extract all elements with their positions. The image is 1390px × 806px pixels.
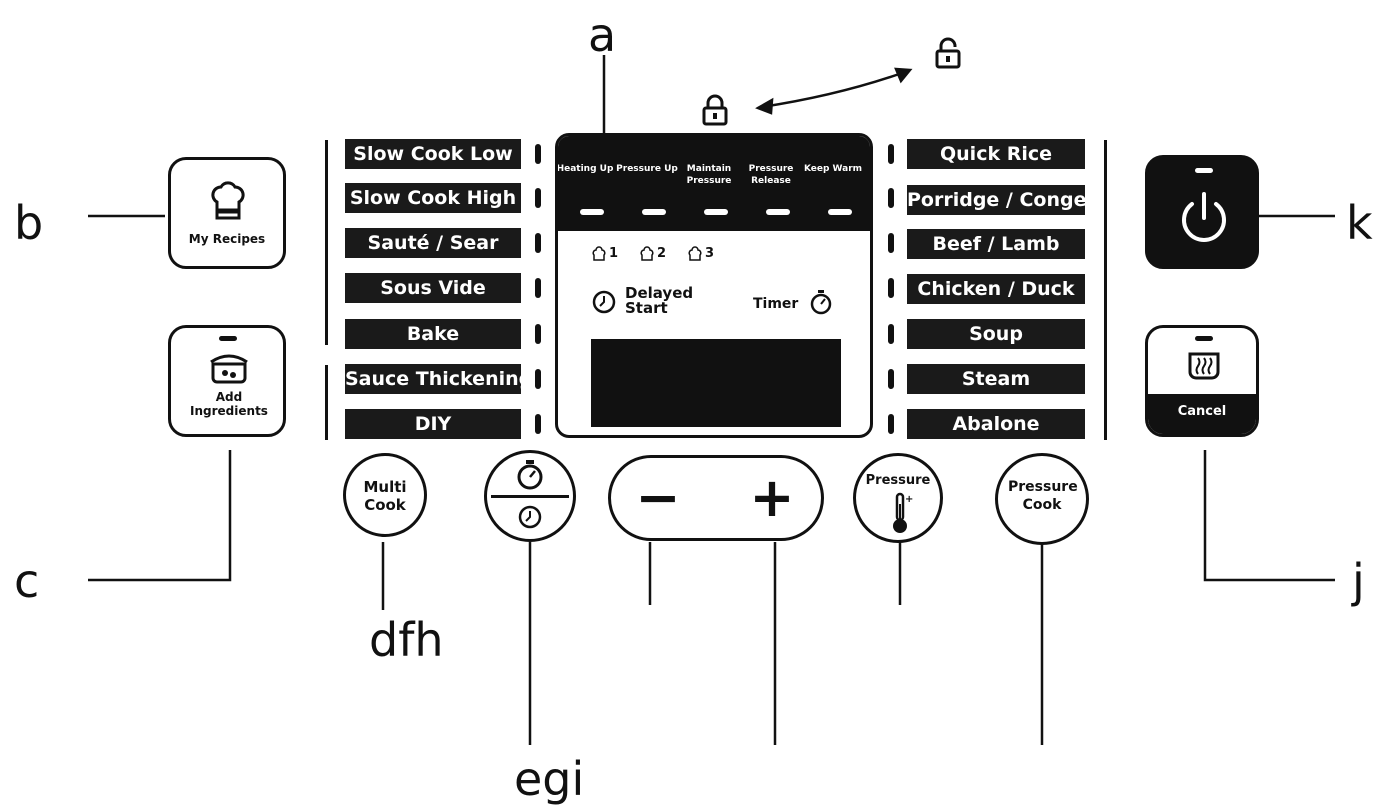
program-saute-sear[interactable]: Sauté / Sear: [345, 228, 521, 258]
program-led: [535, 414, 541, 434]
callout-a: a: [588, 8, 617, 62]
svg-text:+: +: [905, 494, 913, 505]
left-column-bar-lower: [325, 365, 328, 440]
timer-delay-button[interactable]: [484, 450, 576, 542]
chef-hat-icon: [688, 246, 702, 261]
stage-bar: Heating Up Pressure Up Maintain Pressure…: [558, 136, 870, 231]
my-recipes-button[interactable]: My Recipes: [168, 157, 286, 269]
callout-k: k: [1346, 196, 1373, 250]
pot-icon: [210, 354, 248, 384]
timer-divider: [491, 495, 569, 498]
program-led: [535, 324, 541, 344]
right-column-bar: [1104, 140, 1107, 440]
stage-maintain-pressure: Maintain Pressure: [686, 164, 732, 186]
stage-led: [828, 209, 852, 215]
pressure-label: Pressure: [865, 473, 931, 488]
cancel-button[interactable]: Cancel: [1145, 325, 1259, 437]
stage-pressure-release: Pressure Release: [748, 164, 794, 186]
program-chicken-duck[interactable]: Chicken / Duck: [907, 274, 1085, 304]
program-bake[interactable]: Bake: [345, 319, 521, 349]
program-led: [888, 324, 894, 344]
callout-dfh: dfh: [369, 613, 444, 667]
callout-b: b: [14, 196, 44, 250]
add-ingredients-button[interactable]: Add Ingredients: [168, 325, 286, 437]
program-led: [535, 233, 541, 253]
multi-cook-button[interactable]: Multi Cook: [343, 453, 427, 537]
program-led: [888, 278, 894, 298]
stage-keep-warm: Keep Warm: [803, 164, 863, 174]
power-led: [1195, 168, 1213, 173]
program-abalone[interactable]: Abalone: [907, 409, 1085, 439]
pressure-cook-button[interactable]: Pressure Cook: [995, 453, 1089, 545]
clock-icon: [518, 505, 542, 529]
multi-cook-label: Multi Cook: [363, 478, 407, 514]
program-led: [535, 188, 541, 208]
program-slow-cook-low[interactable]: Slow Cook Low: [345, 139, 521, 169]
minus-button[interactable]: −: [635, 466, 681, 529]
power-icon: [1182, 192, 1226, 242]
chef-level-2: 2: [657, 246, 667, 261]
stage-pressure-up: Pressure Up: [616, 164, 678, 174]
pressure-button[interactable]: Pressure +: [853, 453, 943, 543]
stage-led: [580, 209, 604, 215]
program-led: [888, 369, 894, 389]
thermometer-icon: +: [893, 492, 913, 533]
add-ingredients-label: Add Ingredients: [190, 390, 268, 418]
program-quick-rice[interactable]: Quick Rice: [907, 139, 1085, 169]
stage-led: [766, 209, 790, 215]
chef-hat-icon: [211, 181, 245, 220]
program-slow-cook-high[interactable]: Slow Cook High: [345, 183, 521, 213]
program-beef-lamb[interactable]: Beef / Lamb: [907, 229, 1085, 259]
left-column-bar: [325, 140, 328, 345]
program-porridge-congee[interactable]: Porridge / Congee: [907, 185, 1099, 215]
program-led: [888, 144, 894, 164]
callout-j: j: [1352, 554, 1365, 608]
stage-heating-up: Heating Up: [556, 164, 614, 174]
chef-hat-icon: [640, 246, 654, 261]
program-sauce-thickening[interactable]: Sauce Thickening: [345, 364, 532, 394]
program-steam[interactable]: Steam: [907, 364, 1085, 394]
adjust-button-group: − +: [608, 455, 824, 541]
steam-icon: [1188, 352, 1220, 380]
display-panel: Heating Up Pressure Up Maintain Pressure…: [555, 133, 873, 438]
plus-button[interactable]: +: [749, 466, 795, 529]
program-led: [535, 144, 541, 164]
cancel-strip: [1148, 394, 1256, 434]
program-diy[interactable]: DIY: [345, 409, 521, 439]
stopwatch-icon: [517, 460, 543, 490]
program-sous-vide[interactable]: Sous Vide: [345, 273, 521, 303]
unlock-icon: [935, 37, 961, 69]
lock-icon: [702, 94, 728, 126]
callout-egi: egi: [514, 752, 585, 806]
program-led: [888, 233, 894, 253]
indicator-led: [219, 336, 237, 341]
stage-led: [704, 209, 728, 215]
lcd-screen: [591, 339, 841, 427]
chef-hat-icon: [592, 246, 606, 261]
timer-label: Timer: [753, 296, 799, 312]
stage-led: [642, 209, 666, 215]
program-led: [888, 414, 894, 434]
power-button[interactable]: [1145, 155, 1259, 269]
indicator-led: [1195, 336, 1213, 341]
stopwatch-icon: [810, 290, 832, 315]
delayed-start-label: Delayed Start: [625, 284, 694, 317]
callout-c: c: [14, 554, 40, 608]
cancel-label: Cancel: [1177, 404, 1227, 419]
my-recipes-label: My Recipes: [188, 232, 266, 246]
chef-level-3: 3: [705, 246, 715, 261]
program-led: [888, 188, 894, 208]
chef-level-1: 1: [609, 246, 619, 261]
clock-icon: [592, 290, 616, 314]
program-led: [535, 278, 541, 298]
program-led: [535, 369, 541, 389]
program-soup[interactable]: Soup: [907, 319, 1085, 349]
pressure-cook-label: Pressure Cook: [1008, 479, 1078, 513]
